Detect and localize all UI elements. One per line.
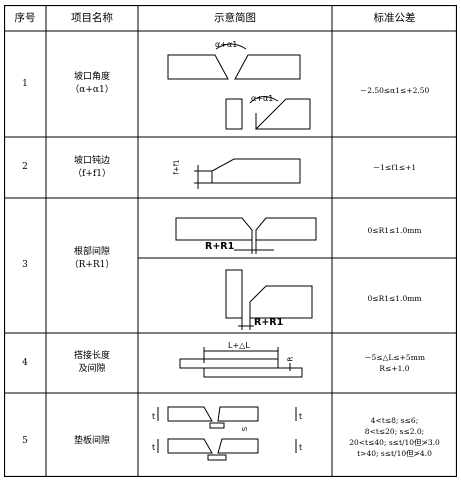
bevel-angle-label-top: α+α1 — [215, 40, 238, 49]
backing-t-label-1: t — [152, 412, 156, 421]
row-4-tolerance: －5≤△L≤+5mm R≤+1.0 — [364, 353, 425, 373]
tolerance-table: 序号 项目名称 示意简图 标准公差 1 坡口角度 （α+α1） －2.50≤α1… — [4, 5, 457, 477]
row-5-no: 5 — [22, 436, 28, 446]
lap-gap-label: R — [286, 356, 295, 362]
header-item: 项目名称 — [71, 12, 113, 24]
row-5-item: 垫板间隙 — [73, 436, 110, 446]
row-1-tolerance: －2.50≤α1≤+2.50 — [359, 86, 430, 95]
root-face-diagram — [194, 158, 301, 189]
lap-length-label: L+△L — [228, 341, 250, 350]
row-4-item: 搭接长度 及间隙 — [73, 351, 110, 374]
row-1-item: 坡口角度 （α+α1） — [70, 72, 114, 95]
root-gap-label-b: R+R1 — [254, 317, 284, 328]
row-3-no: 3 — [22, 260, 28, 270]
backing-t-label-4: t — [299, 443, 303, 452]
bevel-angle-label-bottom: α+α1 — [251, 94, 274, 103]
backing-t-label-3: t — [152, 443, 156, 452]
root-face-label: f+f1 — [172, 159, 181, 175]
backing-strip-diagram — [157, 406, 297, 461]
row-5-tolerance: 4<t≤8; s≤6; 8<t≤20; s≤2.0; 20<t≤40; s≤t/… — [349, 416, 440, 458]
backing-s-label: S — [241, 426, 250, 432]
row-3-item: 根部间隙 （R+R1） — [69, 247, 115, 270]
header-diagram: 示意简图 — [214, 12, 256, 24]
row-4-no: 4 — [22, 358, 28, 368]
header-tolerance: 标准公差 — [373, 12, 416, 24]
backing-t-label-2: t — [299, 412, 303, 421]
table-grid — [4, 5, 457, 477]
root-gap-label-a: R+R1 — [205, 241, 235, 252]
bevel-angle-diagram — [167, 43, 311, 130]
row-3-tolerance-b: 0≤R1≤1.0mm — [367, 294, 422, 303]
row-2-tolerance: －1≤f1≤+1 — [372, 163, 417, 172]
row-3-tolerance-a: 0≤R1≤1.0mm — [367, 226, 422, 235]
row-2-item: 坡口钝边 （f+f1） — [73, 156, 111, 179]
header-no: 序号 — [14, 12, 36, 24]
lap-joint-diagram — [179, 347, 303, 378]
root-gap-diagram — [175, 217, 317, 330]
row-2-no: 2 — [22, 162, 28, 172]
row-1-no: 1 — [22, 79, 28, 89]
